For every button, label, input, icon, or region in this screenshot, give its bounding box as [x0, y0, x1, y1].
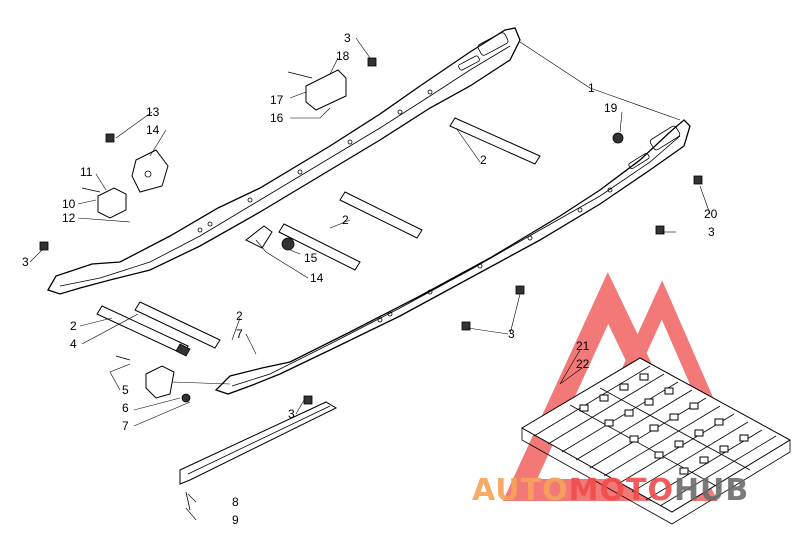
bolt-3-right: [655, 225, 665, 235]
callout-8: 8: [232, 495, 239, 509]
callout-16: 16: [270, 111, 284, 125]
watermark-part-auto: AUTO: [472, 473, 569, 508]
rail-left: [47, 27, 521, 295]
nut-19: [612, 132, 624, 144]
callout-2-middle: 2: [342, 213, 349, 227]
callout-13: 13: [146, 105, 160, 119]
callout-10: 10: [62, 197, 76, 211]
callout-11: 11: [80, 165, 93, 179]
callout-7-lower: 7: [122, 419, 129, 433]
skid-8: [179, 401, 338, 511]
callout-18: 18: [336, 49, 350, 63]
track-assembly: [520, 357, 791, 525]
callout-5: 5: [122, 383, 129, 397]
callout-15: 15: [304, 251, 318, 265]
callout-19: 19: [604, 101, 618, 115]
track-clips: [579, 373, 749, 475]
callout-2-top: 2: [480, 153, 487, 167]
callout-labels: 1 19 20 3 3 18 17 16 13 14 11 10 12 2 2 …: [22, 31, 718, 527]
callout-3-right: 3: [708, 225, 715, 239]
bracket-13-14: [131, 149, 169, 193]
bolt-20: [693, 175, 703, 185]
block-18: [287, 69, 347, 111]
bolts: [39, 57, 703, 405]
callout-9: 9: [232, 513, 239, 527]
callout-14-lower: 14: [310, 271, 324, 285]
callout-20: 20: [704, 207, 718, 221]
bolt-3-left: [39, 241, 49, 251]
callout-3-top: 3: [344, 31, 351, 45]
bolt-3-top: [367, 57, 377, 67]
bolt-3-lower: [515, 285, 525, 295]
stopper-5-6: [115, 355, 191, 403]
callout-17: 17: [270, 93, 284, 107]
cross-shafts: [96, 117, 541, 357]
rail-right: [214, 119, 691, 395]
callout-3-left: 3: [22, 255, 29, 269]
svg-text:AUTOMOTOHUB: AUTOMOTOHUB: [472, 473, 749, 508]
callout-4: 4: [70, 337, 77, 351]
callout-1: 1: [588, 81, 595, 95]
block-11: [81, 187, 127, 219]
callout-12: 12: [62, 211, 76, 225]
watermark-part-moto: MOTO: [569, 473, 674, 508]
callout-2-left: 2: [70, 319, 77, 333]
callout-7-upper: 7: [236, 327, 243, 341]
callout-3-mid: 3: [508, 327, 515, 341]
watermark-part-hub: HUB: [674, 473, 749, 508]
bolt-13: [105, 133, 115, 143]
callout-6: 6: [122, 401, 129, 415]
bolt-3-skid: [303, 395, 313, 405]
leaders: [29, 37, 711, 521]
callout-14-upper: 14: [146, 123, 160, 137]
callout-21: 21: [576, 339, 590, 353]
bolt-3-mid: [461, 321, 471, 331]
callout-2-lower: 2: [236, 309, 243, 323]
bracket-14-15: [245, 225, 295, 251]
callout-3-skid: 3: [288, 407, 295, 421]
watermark-text: AUTOMOTOHUB: [472, 473, 749, 508]
callout-22: 22: [576, 357, 590, 371]
